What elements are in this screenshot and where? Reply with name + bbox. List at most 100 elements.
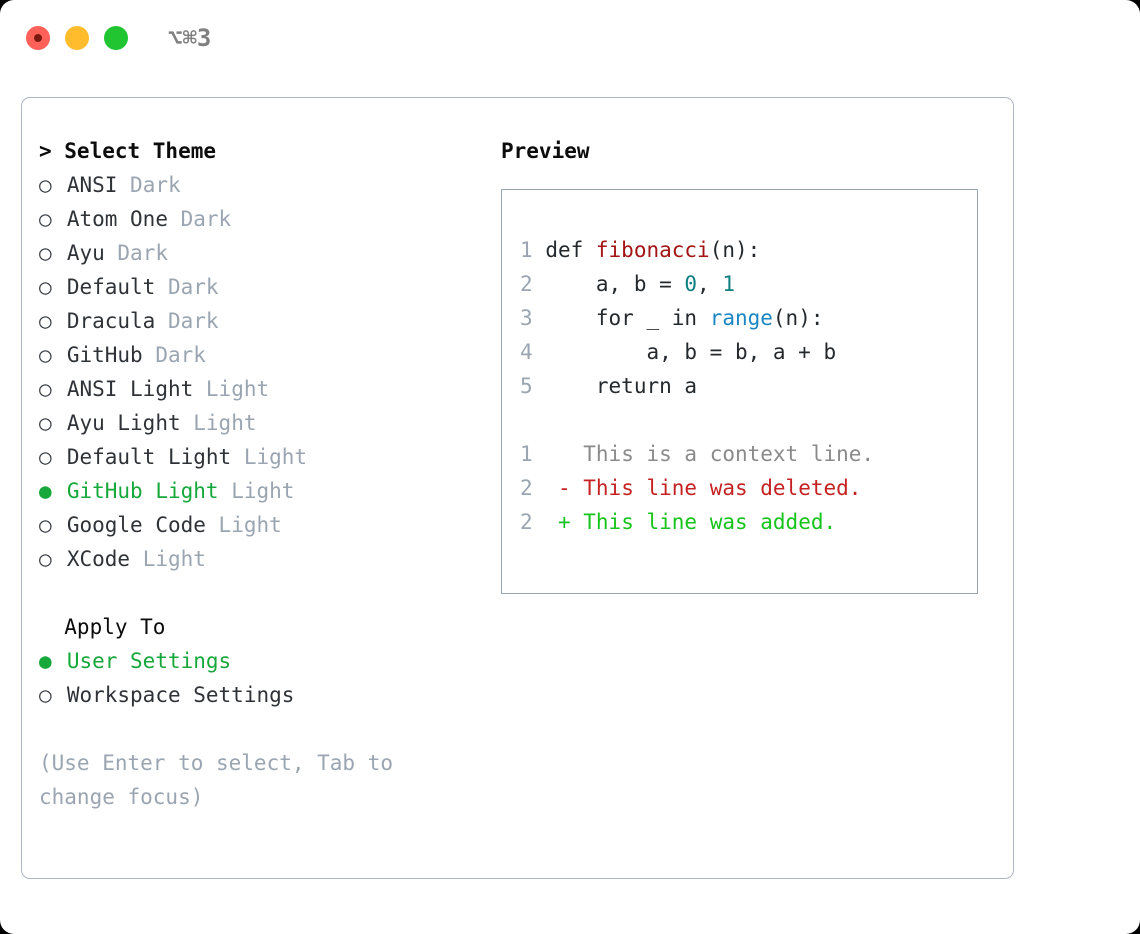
hint-spacer xyxy=(39,712,489,746)
close-window-button[interactable] xyxy=(26,26,50,50)
preview-heading: Preview xyxy=(501,139,590,163)
keyboard-hint-text: (Use Enter to select, Tab to change focu… xyxy=(39,751,394,809)
theme-variant-tag: Dark xyxy=(167,275,219,299)
code-token-plain: for _ in xyxy=(545,306,710,330)
theme-picker-column: > Select Theme ○ ANSI Dark○ Atom One Dar… xyxy=(39,134,489,814)
code-line: 1 def fibonacci(n): xyxy=(520,233,977,267)
apply-to-option-label: Workspace Settings xyxy=(66,683,295,707)
radio-unselected-icon: ○ xyxy=(39,445,52,469)
theme-variant-tag: Light xyxy=(205,377,270,401)
radio-unselected-icon: ○ xyxy=(39,513,52,537)
theme-option-default-light[interactable]: ○ Default Light Light xyxy=(39,440,489,474)
theme-option-label: ANSI Light xyxy=(66,377,194,401)
theme-option-label: Default xyxy=(66,275,156,299)
theme-option-label: ANSI xyxy=(66,173,118,197)
radio-unselected-icon: ○ xyxy=(39,309,52,333)
theme-variant-tag: Dark xyxy=(130,173,181,197)
title-bar: ⌥⌘3 xyxy=(0,0,1140,78)
theme-option-default[interactable]: ○ Default Dark xyxy=(39,270,489,304)
code-diff-gap xyxy=(520,403,977,437)
main-panel: > Select Theme ○ ANSI Dark○ Atom One Dar… xyxy=(21,97,1014,879)
theme-variant-tag: Light xyxy=(142,547,206,571)
diff-sign: + xyxy=(557,510,571,534)
maximize-window-button[interactable] xyxy=(104,26,128,50)
radio-unselected-icon: ○ xyxy=(39,241,52,265)
radio-unselected-icon: ○ xyxy=(39,683,52,707)
theme-option-ayu-light[interactable]: ○ Ayu Light Light xyxy=(39,406,489,440)
minimize-window-button[interactable] xyxy=(65,26,89,50)
theme-option-label: Ayu xyxy=(66,241,105,265)
preview-column: Preview 1 def fibonacci(n):2 a, b = 0, 1… xyxy=(501,134,1001,594)
theme-option-github[interactable]: ○ GitHub Dark xyxy=(39,338,489,372)
code-line: 5 return a xyxy=(520,369,977,403)
line-number: 2 xyxy=(520,272,533,296)
theme-option-atom-one[interactable]: ○ Atom One Dark xyxy=(39,202,489,236)
line-number: 4 xyxy=(520,340,533,364)
radio-selected-icon: ● xyxy=(39,479,52,503)
theme-option-label: Atom One xyxy=(66,207,168,231)
code-token-fn: fibonacci xyxy=(595,238,710,262)
diff-sign xyxy=(558,442,571,466)
apply-to-option-user-settings[interactable]: ● User Settings xyxy=(39,644,489,678)
radio-unselected-icon: ○ xyxy=(39,207,52,231)
theme-variant-tag: Dark xyxy=(155,343,206,367)
keyboard-shortcut-label: ⌥⌘3 xyxy=(168,24,212,52)
diff-text: This line was deleted. xyxy=(583,476,862,500)
diff-sample: 1 This is a context line.2 - This line w… xyxy=(520,437,977,539)
diff-text: This is a context line. xyxy=(583,442,875,466)
theme-variant-tag: Light xyxy=(243,445,308,469)
theme-option-label: GitHub Light xyxy=(66,479,219,503)
radio-unselected-icon: ○ xyxy=(39,547,52,571)
diff-line-context: 1 This is a context line. xyxy=(520,437,977,471)
apply-to-option-label: User Settings xyxy=(66,649,232,673)
theme-option-label: XCode xyxy=(66,547,131,571)
theme-option-label: Ayu Light xyxy=(66,411,181,435)
radio-unselected-icon: ○ xyxy=(39,411,52,435)
diff-line-deleted: 2 - This line was deleted. xyxy=(520,471,977,505)
theme-option-ayu[interactable]: ○ Ayu Dark xyxy=(39,236,489,270)
diff-text: This line was added. xyxy=(583,510,837,534)
line-number: 2 xyxy=(520,476,533,500)
theme-variant-tag: Dark xyxy=(180,207,232,231)
code-token-plain: (n): xyxy=(772,306,824,330)
code-token-plain: a, b = xyxy=(545,272,685,296)
theme-variant-tag: Light xyxy=(231,479,295,503)
apply-to-heading: Apply To xyxy=(64,615,166,639)
code-token-plain: , xyxy=(697,272,723,296)
theme-variant-tag: Light xyxy=(218,513,282,537)
theme-option-ansi-light[interactable]: ○ ANSI Light Light xyxy=(39,372,489,406)
select-theme-heading: > Select Theme xyxy=(39,139,217,163)
code-token-plain: a, b = b, a + b xyxy=(545,340,837,364)
theme-option-google-code[interactable]: ○ Google Code Light xyxy=(39,508,489,542)
code-line: 2 a, b = 0, 1 xyxy=(520,267,977,301)
theme-option-ansi[interactable]: ○ ANSI Dark xyxy=(39,168,489,202)
list-spacer xyxy=(39,576,489,610)
code-line: 4 a, b = b, a + b xyxy=(520,335,977,369)
apply-to-option-workspace-settings[interactable]: ○ Workspace Settings xyxy=(39,678,489,712)
line-number: 5 xyxy=(520,374,533,398)
code-token-num: 0 xyxy=(684,272,698,296)
apply-to-option-list: ● User Settings○ Workspace Settings xyxy=(39,644,489,712)
theme-option-label: GitHub xyxy=(66,343,143,367)
theme-option-dracula[interactable]: ○ Dracula Dark xyxy=(39,304,489,338)
traffic-lights xyxy=(26,26,128,50)
line-number: 1 xyxy=(520,238,533,262)
theme-option-xcode[interactable]: ○ XCode Light xyxy=(39,542,489,576)
theme-variant-tag: Dark xyxy=(117,241,168,265)
code-token-num: 1 xyxy=(722,272,735,296)
code-token-plain: (n): xyxy=(709,238,761,262)
diff-line-added: 2 + This line was added. xyxy=(520,505,977,539)
code-token-call: range xyxy=(709,306,773,330)
code-token-plain: return a xyxy=(545,374,698,398)
theme-option-github-light[interactable]: ● GitHub Light Light xyxy=(39,474,489,508)
theme-option-label: Default Light xyxy=(66,445,232,469)
theme-variant-tag: Light xyxy=(193,411,257,435)
theme-option-list: ○ ANSI Dark○ Atom One Dark○ Ayu Dark○ De… xyxy=(39,168,489,576)
radio-unselected-icon: ○ xyxy=(39,275,52,299)
diff-sign: - xyxy=(557,476,571,500)
line-number: 3 xyxy=(520,306,533,330)
theme-option-label: Dracula xyxy=(66,309,156,333)
